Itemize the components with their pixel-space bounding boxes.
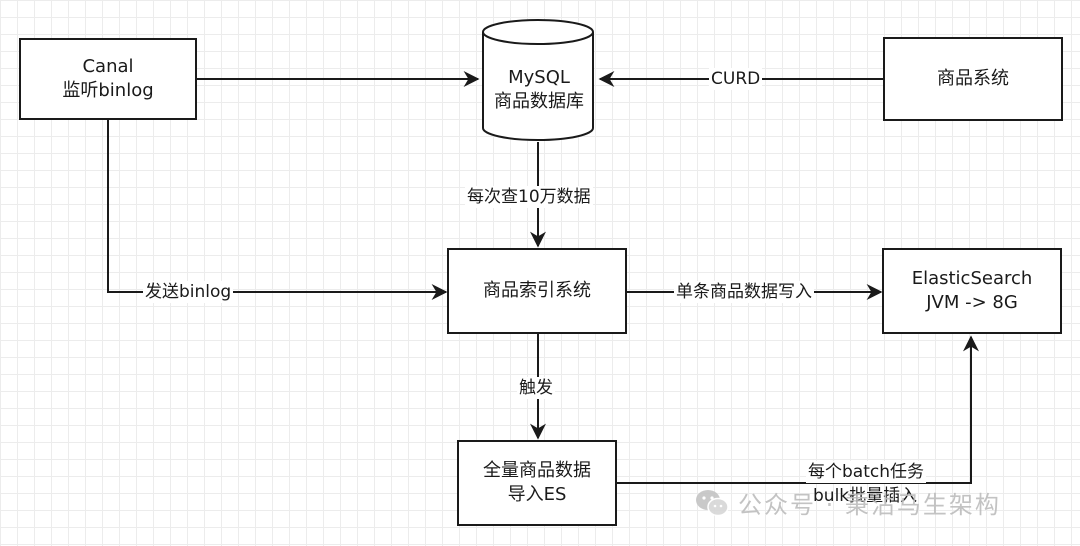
mysql-node-subtitle: 商品数据库 [494, 91, 584, 112]
edge-label-query-batch: 每次查10万数据 [465, 186, 593, 208]
full-import-node-title: 全量商品数据 [483, 460, 591, 481]
watermark: 公众号 · 秉沾马生架构 [694, 485, 1001, 520]
edge-label-batch-task: 每个batch任务 [806, 461, 926, 483]
elasticsearch-node-title: ElasticSearch [911, 268, 1033, 289]
full-import-node: 全量商品数据 导入ES [457, 440, 617, 526]
edge-label-send-binlog: 发送binlog [143, 281, 234, 303]
product-system-label: 商品系统 [937, 68, 1009, 89]
elasticsearch-node: ElasticSearch JVM -> 8G [882, 248, 1062, 334]
canal-node-subtitle: 监听binlog [62, 80, 154, 101]
index-system-node: 商品索引系统 [447, 248, 627, 334]
full-import-node-subtitle: 导入ES [507, 484, 567, 505]
product-system-node: 商品系统 [883, 37, 1063, 121]
watermark-text: 公众号 · 秉沾马生架构 [738, 491, 1001, 519]
edge-full-import-to-es [616, 335, 979, 484]
canal-node-title: Canal [82, 56, 134, 77]
mysql-cylinder [482, 19, 594, 141]
elasticsearch-node-subtitle: JVM -> 8G [926, 292, 1018, 313]
mysql-node-title: MySQL [508, 67, 570, 88]
canal-node: Canal 监听binlog [19, 38, 197, 120]
wechat-icon [696, 489, 729, 516]
mysql-node: MySQL 商品数据库 [481, 66, 597, 114]
edge-label-single-write: 单条商品数据写入 [674, 281, 814, 303]
edge-label-trigger: 触发 [517, 377, 555, 399]
edge-label-bulk-insert: bulk批量插入 [813, 486, 918, 506]
index-system-label: 商品索引系统 [483, 280, 591, 301]
edge-label-curd: CURD [709, 68, 763, 90]
edge-canal-to-index [107, 120, 448, 300]
